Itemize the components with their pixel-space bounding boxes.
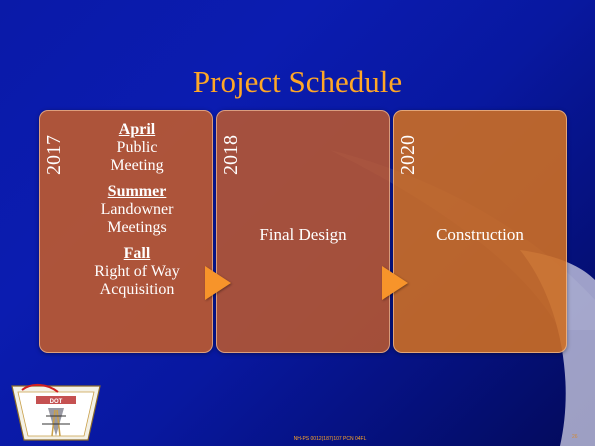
milestone-item: Fall Right of Way Acquisition: [70, 245, 204, 299]
milestone-item: Summer Landowner Meetings: [70, 183, 204, 237]
milestone-label: Landowner Meetings: [100, 201, 174, 236]
milestone-season: Fall: [123, 245, 151, 262]
phase-year: 2017: [43, 135, 65, 175]
arrow-right-icon: [382, 266, 408, 300]
page-number: 26: [572, 434, 578, 440]
phase-panel-2017: 2017 April Public Meeting Summer Landown…: [39, 110, 213, 353]
phase-year: 2020: [397, 135, 419, 175]
milestone-label: Right of Way Acquisition: [94, 263, 180, 298]
slide-title: Project Schedule: [192, 64, 403, 99]
arrow-right-icon: [205, 266, 231, 300]
milestone-item: April Public Meeting: [70, 121, 204, 175]
dot-logo: DOT: [11, 384, 101, 441]
phase-label: Construction: [436, 225, 524, 244]
phase-panel-2020: 2020 Construction: [393, 110, 567, 353]
milestone-label: Public Meeting: [110, 139, 164, 174]
milestone-season: April: [118, 121, 156, 138]
phase-year: 2018: [220, 135, 242, 175]
milestone-season: Summer: [107, 183, 167, 200]
milestone-list: April Public Meeting Summer Landowner Me…: [70, 121, 204, 307]
phase-panel-2018: 2018 Final Design: [216, 110, 390, 353]
phase-label: Final Design: [259, 225, 347, 244]
svg-text:DOT: DOT: [50, 399, 63, 405]
project-code: NH-PS 0012(187)107 PCN 04FL: [293, 436, 367, 442]
